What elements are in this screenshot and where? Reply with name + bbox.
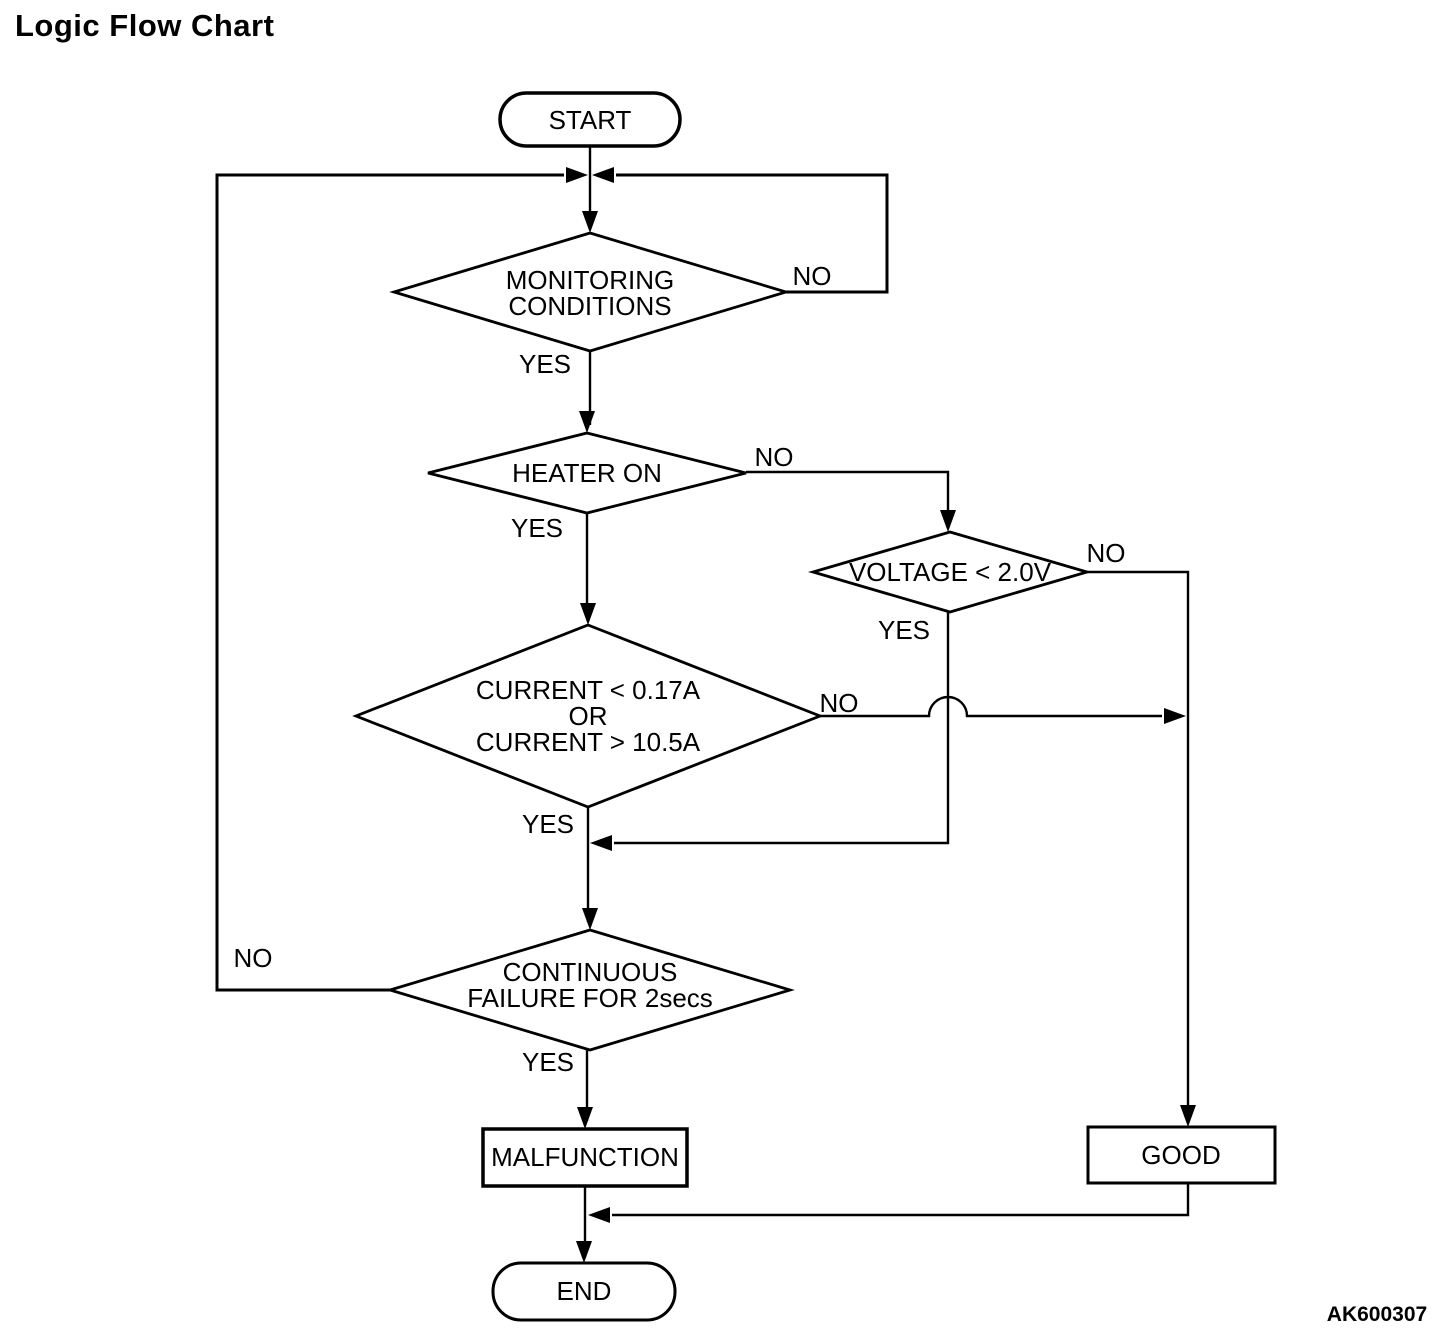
arrow-junction-right-icon — [592, 167, 614, 183]
monitoring-conditions-node-shape — [389, 231, 791, 353]
arrow-voltage-yes-merge-icon — [590, 835, 612, 851]
arrowheads — [566, 167, 1196, 1263]
voltage-no-label: NO — [1086, 538, 1126, 568]
edge-voltage-no — [1087, 570, 1190, 1119]
figure-code: AK600307 — [1326, 1303, 1428, 1326]
voltage-label: VOLTAGE < 2.0V — [848, 557, 1052, 587]
start-node-shape — [498, 91, 682, 148]
edge-good-return — [612, 1183, 1190, 1217]
malfunction-node-shape — [481, 1127, 689, 1188]
arrow-good-merge-icon — [588, 1207, 610, 1223]
edge-heater-no — [746, 470, 950, 524]
monitoring-no-label: NO — [792, 261, 832, 291]
current-label-line2: OR — [568, 701, 608, 731]
continuous-failure-node-shape — [385, 928, 795, 1052]
flow-nodes — [352, 91, 1277, 1322]
edge-voltage-yes — [614, 612, 950, 845]
arrow-junction-left-icon — [566, 167, 588, 183]
end-node-shape — [491, 1261, 677, 1322]
arrow-into-heater-icon — [579, 411, 595, 433]
voltage-node-shape — [808, 530, 1092, 614]
end-label: END — [556, 1276, 612, 1306]
heater-no-label: NO — [754, 442, 794, 472]
arrow-into-continuous-icon — [582, 908, 598, 930]
start-label: START — [548, 105, 632, 135]
malfunction-label: MALFUNCTION — [491, 1142, 679, 1172]
arrow-into-monitoring-icon — [582, 211, 598, 233]
arrow-into-end-icon — [576, 1241, 592, 1263]
continuous-failure-label-line2: FAILURE FOR 2secs — [467, 983, 713, 1013]
monitoring-yes-label: YES — [518, 349, 572, 379]
arrow-into-voltage-icon — [940, 510, 956, 532]
edge-continuous-no-feedback — [215, 173, 564, 992]
current-no-label: NO — [819, 688, 859, 718]
monitoring-conditions-label-line1: MONITORING — [505, 265, 675, 295]
current-yes-label: YES — [521, 809, 575, 839]
arrow-into-current-icon — [580, 603, 596, 625]
good-node-shape — [1086, 1125, 1277, 1185]
edge-monitoring-no-feedback — [616, 173, 889, 294]
arrow-into-good-icon — [1180, 1105, 1196, 1127]
edge-current-no — [820, 695, 1162, 718]
voltage-yes-label: YES — [877, 615, 931, 645]
current-label-line3: CURRENT > 10.5A — [475, 727, 701, 757]
good-label: GOOD — [1141, 1140, 1221, 1170]
arrow-current-no-merge-icon — [1164, 708, 1186, 724]
heater-on-label: HEATER ON — [512, 458, 662, 488]
arrow-into-malfunction-icon — [577, 1107, 593, 1129]
continuous-failure-label-line1: CONTINUOUS — [502, 957, 678, 987]
current-label-line1: CURRENT < 0.17A — [475, 675, 701, 705]
flow-edges — [215, 146, 1190, 1255]
current-node-shape — [352, 623, 824, 809]
continuous-no-label: NO — [233, 943, 273, 973]
heater-on-node-shape — [427, 431, 747, 515]
monitoring-conditions-label-line2: CONDITIONS — [508, 291, 672, 321]
continuous-yes-label: YES — [521, 1047, 575, 1077]
heater-yes-label: YES — [510, 513, 564, 543]
page-title: Logic Flow Chart — [15, 8, 275, 43]
